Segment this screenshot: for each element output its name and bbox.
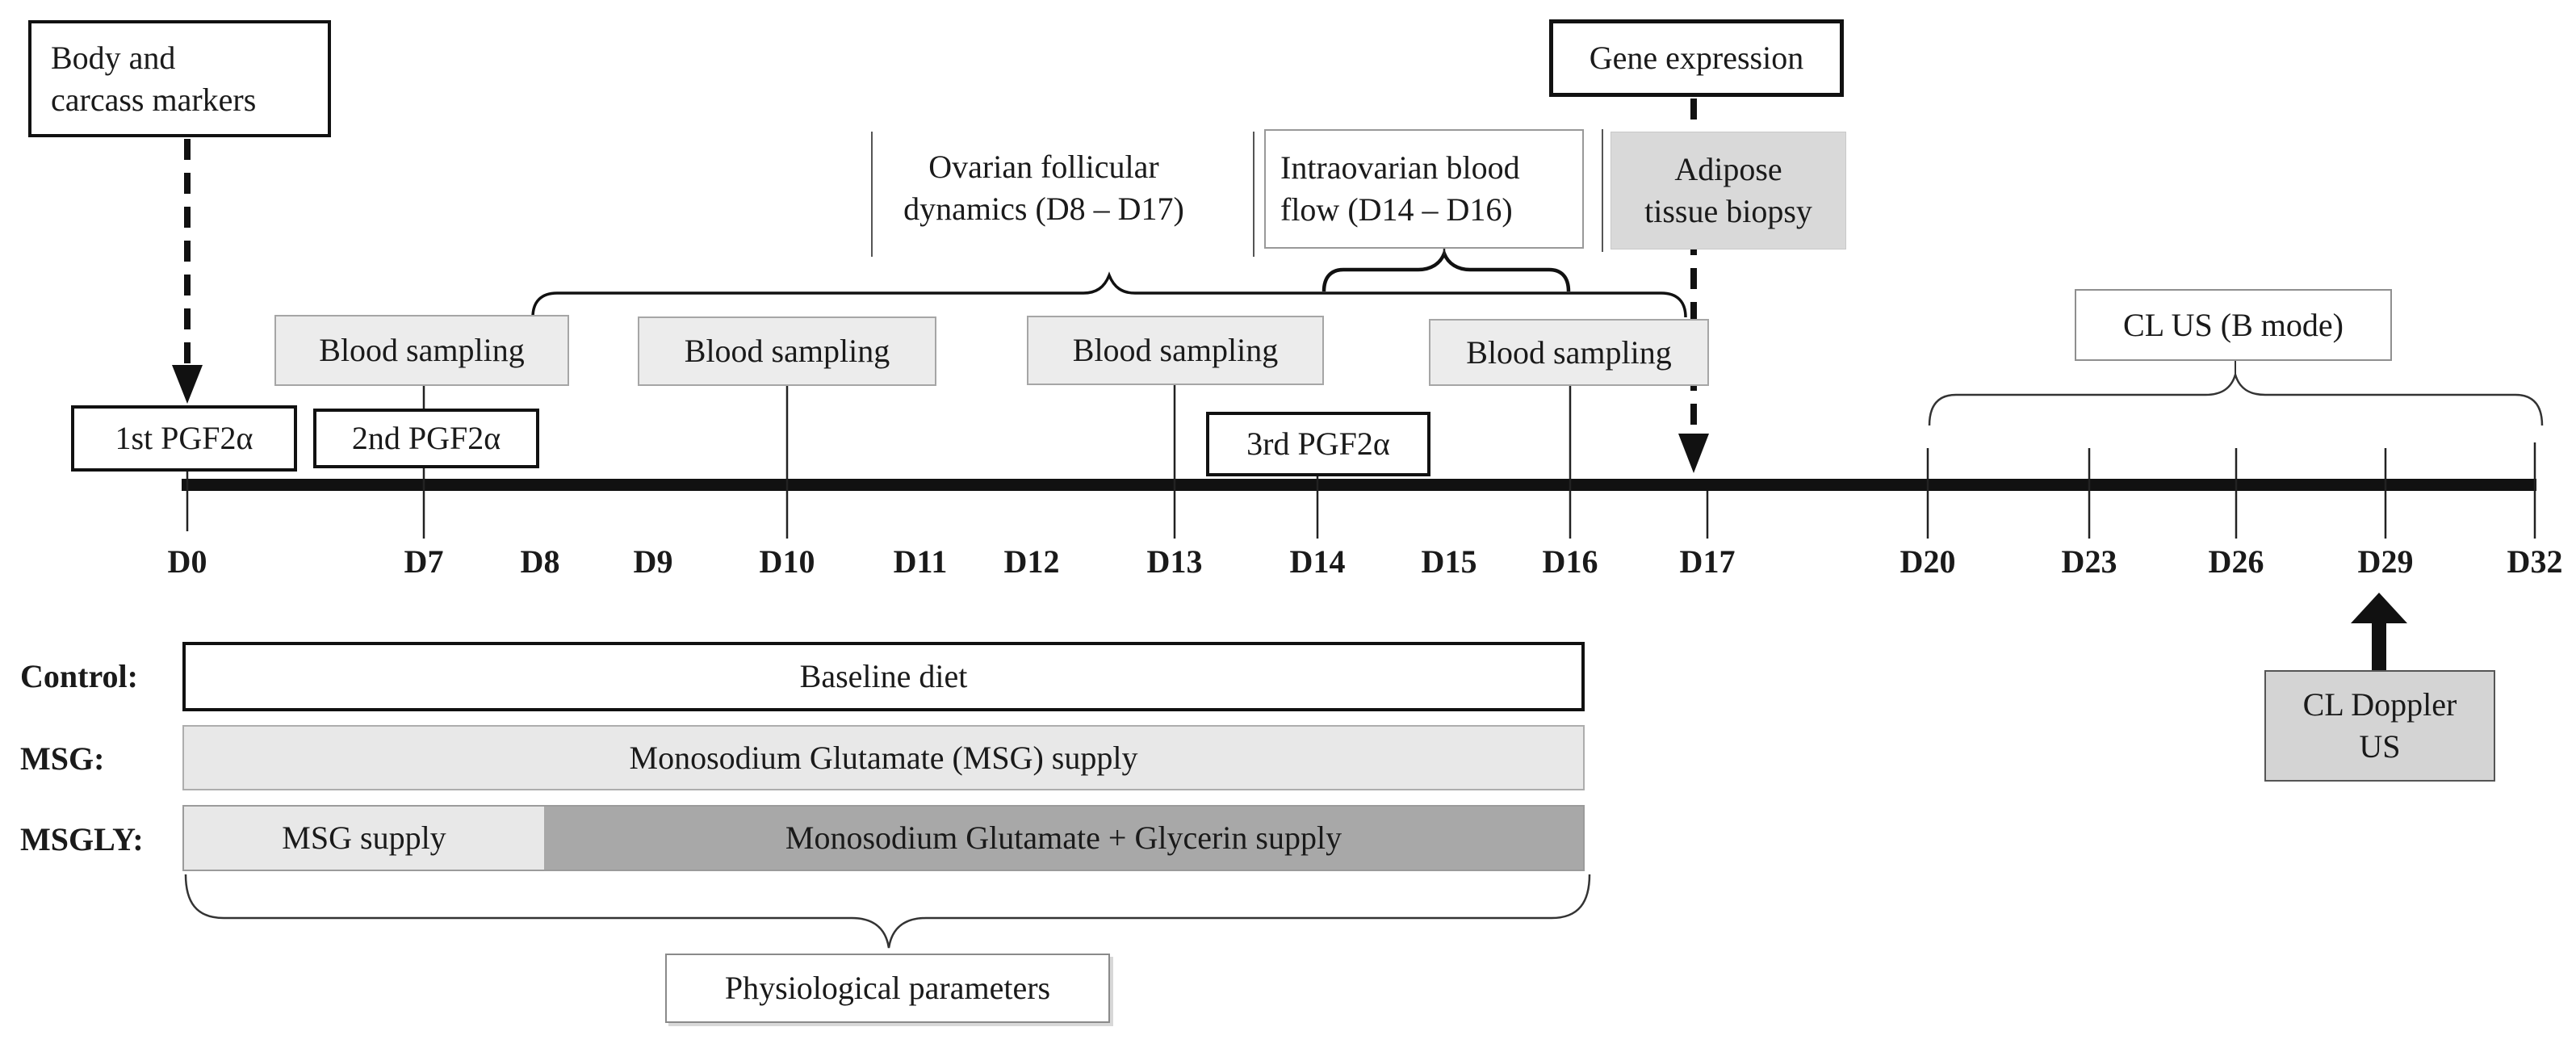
day-label-d16: D16 [1542,543,1598,580]
day-label-d9: D9 [633,543,673,580]
body-carcass-line2: carcass markers [51,81,257,118]
physiological-parameters-box: Physiological parameters [665,954,1110,1023]
adipose-biopsy-line1: Adipose [1674,151,1782,187]
solid-arrow-cl-doppler [2351,593,2407,670]
blood-sampling-label-1: Blood sampling [319,332,525,368]
timeline-bar [182,479,2536,491]
brace-intraovarian-flow [1322,248,1571,292]
day-label-d20: D20 [1900,543,1956,580]
diet-row-label-msgly: MSGLY: [20,821,144,857]
day-label-d10: D10 [759,543,815,580]
adipose-biopsy-line2: tissue biopsy [1644,193,1812,229]
diet-bar-control: Baseline diet [182,642,1585,711]
cl-doppler-line2: US [2359,728,2401,765]
intraovarian-flow-line2: flow (D14 – D16) [1280,191,1513,228]
pgf-3-box: 3rd PGF2α [1206,412,1430,476]
pgf-2-box: 2nd PGF2α [313,409,539,468]
day-label-d14: D14 [1289,543,1346,580]
body-carcass-line1: Body and [51,39,176,76]
day-label-d7: D7 [404,543,444,580]
day-label-d11: D11 [893,543,948,580]
pgf-1-label: 1st PGF2α [115,420,253,456]
diet-bar-control-text: Baseline diet [799,658,968,694]
diet-bar-msg-text: Monosodium Glutamate (MSG) supply [629,739,1138,776]
cl-us-label: CL US (B mode) [2123,306,2344,343]
cl-doppler-line1: CL Doppler [2302,686,2457,723]
brace-cl-us [1928,371,2544,426]
diet-bar-msgly: MSG supply Monosodium Glutamate + Glycer… [182,805,1585,871]
diet-bar-msg: Monosodium Glutamate (MSG) supply [182,725,1585,790]
ovarian-dynamics-line2: dynamics (D8 – D17) [903,191,1184,227]
blood-sampling-box-3: Blood sampling [1027,316,1324,385]
intraovarian-flow-box: Intraovarian blood flow (D14 – D16) [1264,129,1584,249]
adipose-biopsy-box: Adipose tissue biopsy [1611,132,1846,249]
gene-expression-box: Gene expression [1549,19,1844,97]
diet-bar-msgly-light-text: MSG supply [282,820,446,856]
day-label-d8: D8 [520,543,560,580]
diet-row-label-msg: MSG: [20,740,105,777]
blood-sampling-label-3: Blood sampling [1072,332,1279,368]
day-label-d0: D0 [167,543,207,580]
day-label-d15: D15 [1421,543,1477,580]
label-separators [871,129,1603,257]
dashed-arrow-body-markers [172,139,203,404]
diet-bar-msgly-segment-light: MSG supply [184,807,544,870]
blood-sampling-label-2: Blood sampling [684,333,890,369]
intraovarian-flow-line1: Intraovarian blood [1280,149,1520,186]
blood-sampling-box-1: Blood sampling [274,315,569,386]
day-label-d29: D29 [2357,543,2414,580]
pgf-1-box: 1st PGF2α [71,405,297,472]
day-label-d26: D26 [2208,543,2264,580]
day-label-d12: D12 [1003,543,1060,580]
body-carcass-markers-box: Body and carcass markers [28,20,331,137]
physiological-parameters-label: Physiological parameters [724,970,1051,1006]
blood-sampling-label-4: Blood sampling [1466,333,1672,371]
brace-ovarian-dynamics [531,271,1687,318]
brace-physiological-parameters [184,874,1591,949]
diet-bar-msgly-segment-dark: Monosodium Glutamate + Glycerin supply [544,807,1583,870]
day-label-d17: D17 [1679,543,1736,580]
timeline-ticks [186,384,2536,539]
blood-sampling-box-4: Blood sampling [1429,319,1709,386]
cl-us-box: CL US (B mode) [2075,289,2392,361]
day-label-d32: D32 [2507,543,2563,580]
diet-bar-msgly-dark-text: Monosodium Glutamate + Glycerin supply [785,820,1342,856]
gene-expression-label: Gene expression [1589,40,1804,76]
blood-sampling-box-2: Blood sampling [638,316,936,386]
pgf-2-label: 2nd PGF2α [351,420,501,456]
cl-doppler-box: CL Doppler US [2264,670,2495,782]
day-label-d13: D13 [1146,543,1203,580]
ovarian-dynamics-line1: Ovarian follicular [928,149,1159,185]
diet-row-label-control: Control: [20,658,138,694]
day-label-d23: D23 [2061,543,2117,580]
ovarian-dynamics-label: Ovarian follicular dynamics (D8 – D17) [903,136,1185,241]
pgf-3-label: 3rd PGF2α [1246,425,1390,462]
